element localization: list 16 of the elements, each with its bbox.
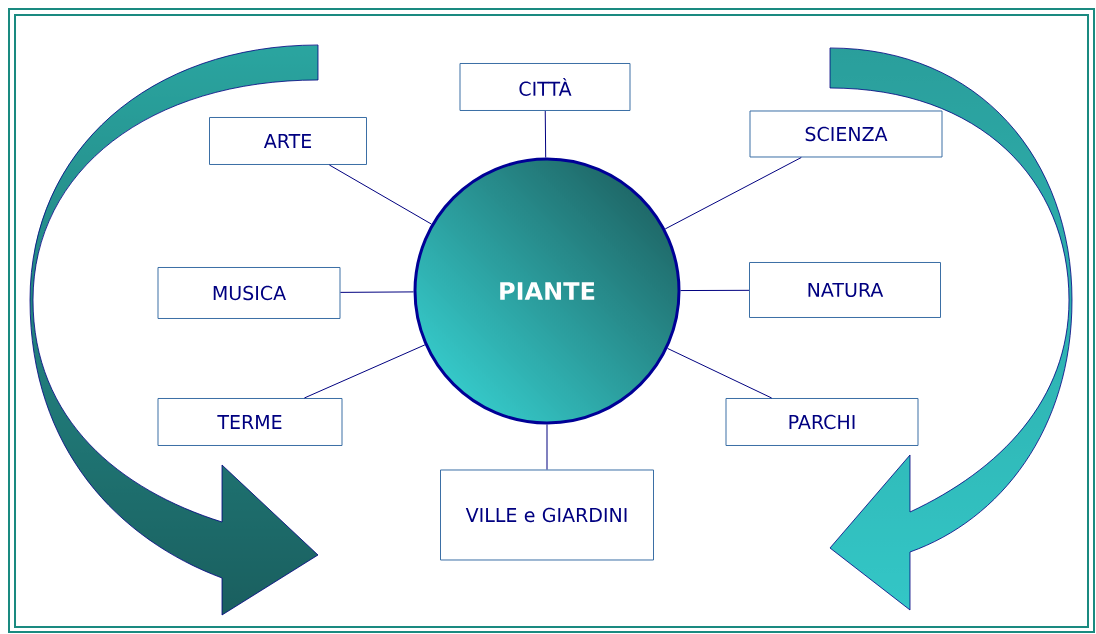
connector-line xyxy=(680,289,750,292)
connector-line xyxy=(664,157,802,230)
topic-box: ARTE xyxy=(209,117,367,165)
connector-line xyxy=(303,344,426,399)
connector-line xyxy=(667,347,773,399)
topic-box: PARCHI xyxy=(725,398,919,446)
connector-line xyxy=(544,110,547,158)
topic-box: NATURA xyxy=(749,262,941,318)
topic-box: MUSICA xyxy=(157,267,341,319)
connector-line xyxy=(340,291,414,293)
topic-box: VILLE e GIARDINI xyxy=(440,469,654,561)
topic-box: TERME xyxy=(157,398,343,446)
connector-line xyxy=(546,424,548,470)
topic-box: SCIENZA xyxy=(749,110,943,158)
connector-line xyxy=(328,164,432,225)
topic-box: CITTÀ xyxy=(459,63,631,111)
